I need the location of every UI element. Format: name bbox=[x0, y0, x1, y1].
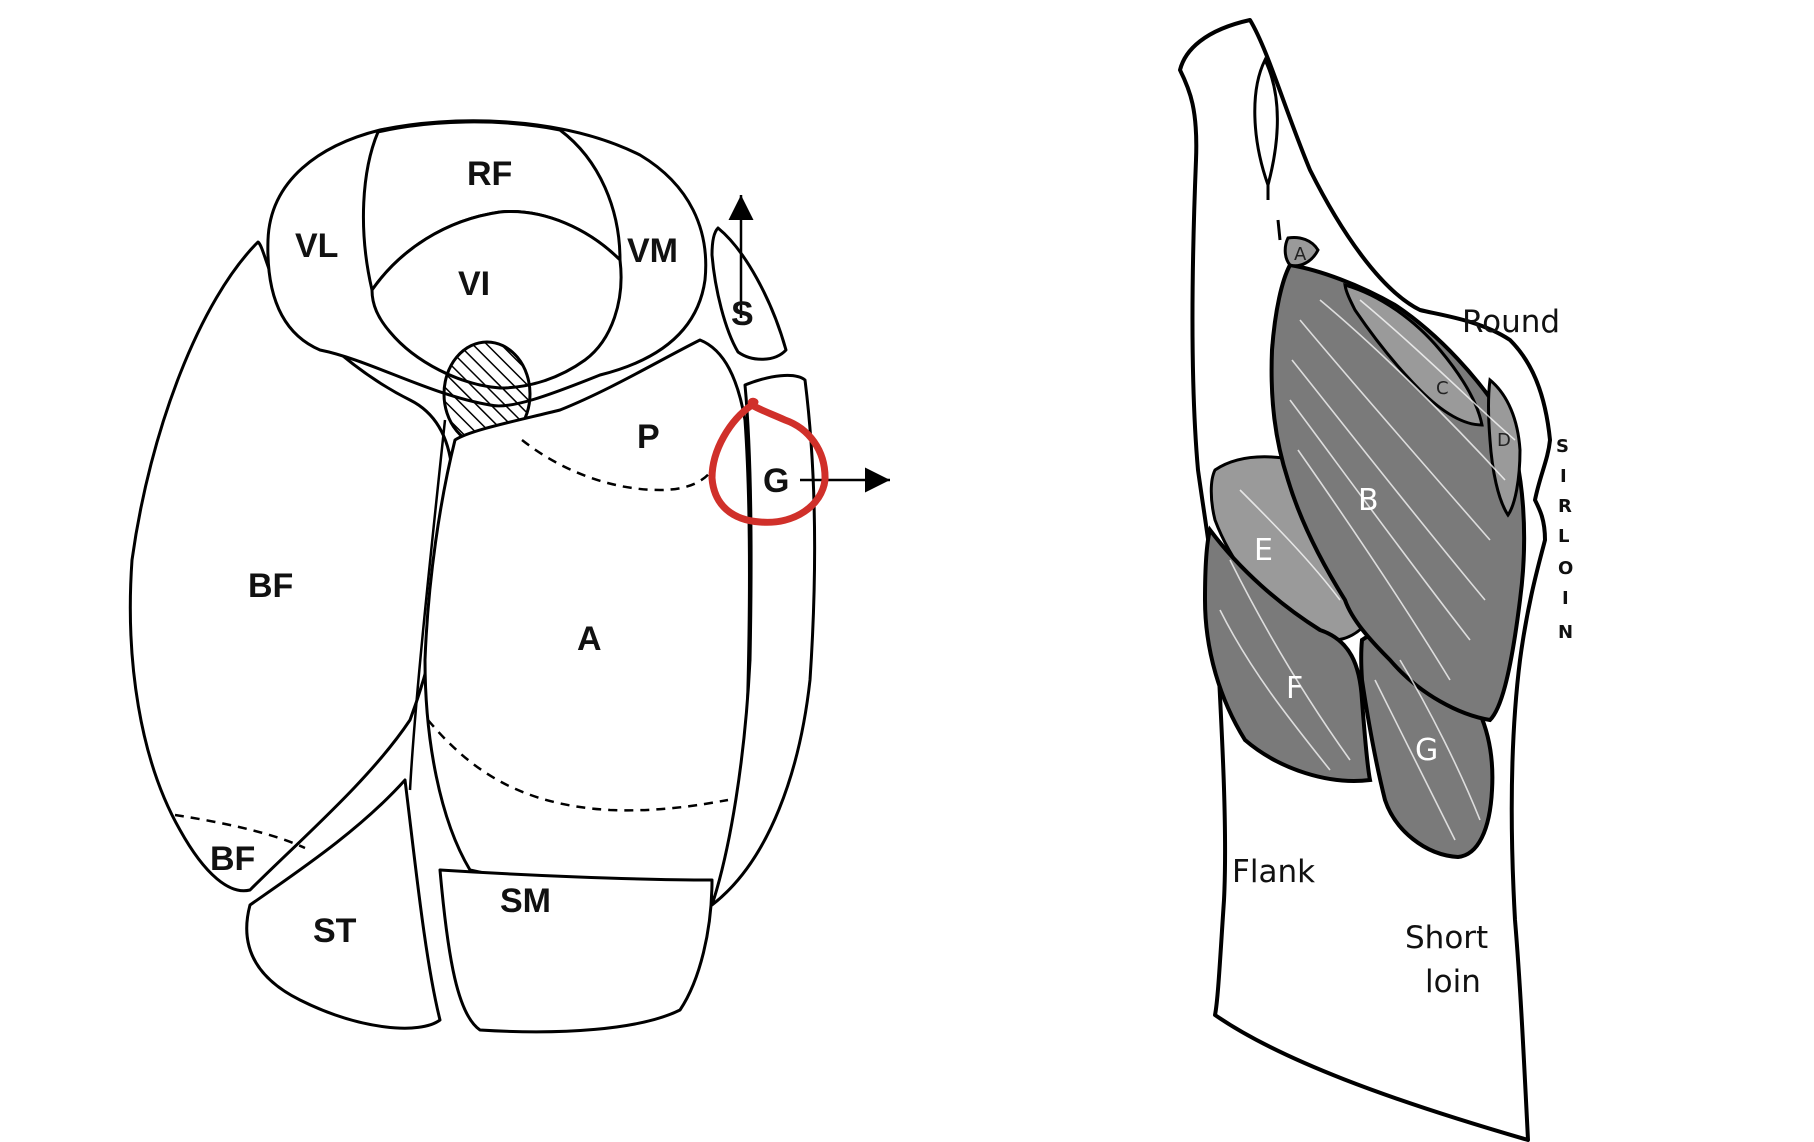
carcass-side-view: Round Flank Short loin S I R L O I N A B… bbox=[1178, 18, 1573, 1142]
label-st: ST bbox=[313, 912, 357, 950]
sirloin-letter: R bbox=[1558, 496, 1572, 517]
g-highlight-circle bbox=[708, 397, 829, 526]
label-muscle-e: E bbox=[1254, 533, 1273, 568]
sirloin-letter: I bbox=[1560, 466, 1567, 487]
label-s: S bbox=[731, 295, 754, 333]
label-a: A bbox=[577, 620, 602, 658]
label-flank: Flank bbox=[1232, 854, 1315, 890]
label-rf: RF bbox=[467, 155, 512, 193]
label-p: P bbox=[637, 418, 660, 456]
bf-a-division bbox=[408, 419, 447, 791]
sm-muscle-region bbox=[438, 868, 714, 1034]
sirloin-letter: S bbox=[1556, 436, 1569, 457]
label-short-loin-line2: loin bbox=[1425, 964, 1481, 1000]
label-muscle-d: D bbox=[1497, 430, 1511, 451]
label-bf-lower: BF bbox=[210, 840, 255, 878]
sirloin-letter: N bbox=[1558, 622, 1573, 643]
sirloin-letter: I bbox=[1562, 588, 1569, 609]
label-muscle-g: G bbox=[1415, 733, 1438, 768]
label-round: Round bbox=[1462, 304, 1560, 340]
a-sm-dashline bbox=[427, 719, 729, 812]
sirloin-letter: O bbox=[1558, 558, 1573, 579]
p-dashline bbox=[521, 439, 714, 492]
label-muscle-c: C bbox=[1436, 378, 1449, 399]
sirloin-letter: L bbox=[1558, 526, 1569, 547]
striation-lines bbox=[1219, 299, 1516, 841]
sirloin-vertical-label: S I R L O I N bbox=[1556, 436, 1573, 643]
label-muscle-a: A bbox=[1294, 244, 1307, 265]
label-sm: SM bbox=[500, 882, 551, 920]
label-muscle-b: B bbox=[1358, 483, 1379, 518]
bf-muscle-region bbox=[128, 240, 454, 893]
st-muscle-region bbox=[245, 778, 442, 1030]
dash-mark bbox=[1276, 219, 1282, 241]
muscle-a bbox=[1283, 236, 1320, 268]
muscle-d bbox=[1487, 377, 1522, 518]
label-vi: VI bbox=[458, 265, 490, 303]
g-muscle-region bbox=[710, 374, 817, 907]
label-muscle-f: F bbox=[1286, 671, 1303, 706]
label-vl: VL bbox=[295, 227, 338, 265]
label-vm: VM bbox=[627, 232, 678, 270]
vi-muscle-region bbox=[370, 210, 623, 390]
label-bf-upper: BF bbox=[248, 567, 293, 605]
s-muscle-region bbox=[710, 226, 788, 361]
cross-section-diagram: RF VL VI VM S P G BF A BF SM ST bbox=[128, 119, 890, 1034]
muscle-c bbox=[1343, 282, 1484, 427]
bf-lower-dashline bbox=[174, 813, 306, 850]
label-short-loin-line1: Short bbox=[1405, 920, 1488, 956]
label-g: G bbox=[763, 462, 789, 500]
